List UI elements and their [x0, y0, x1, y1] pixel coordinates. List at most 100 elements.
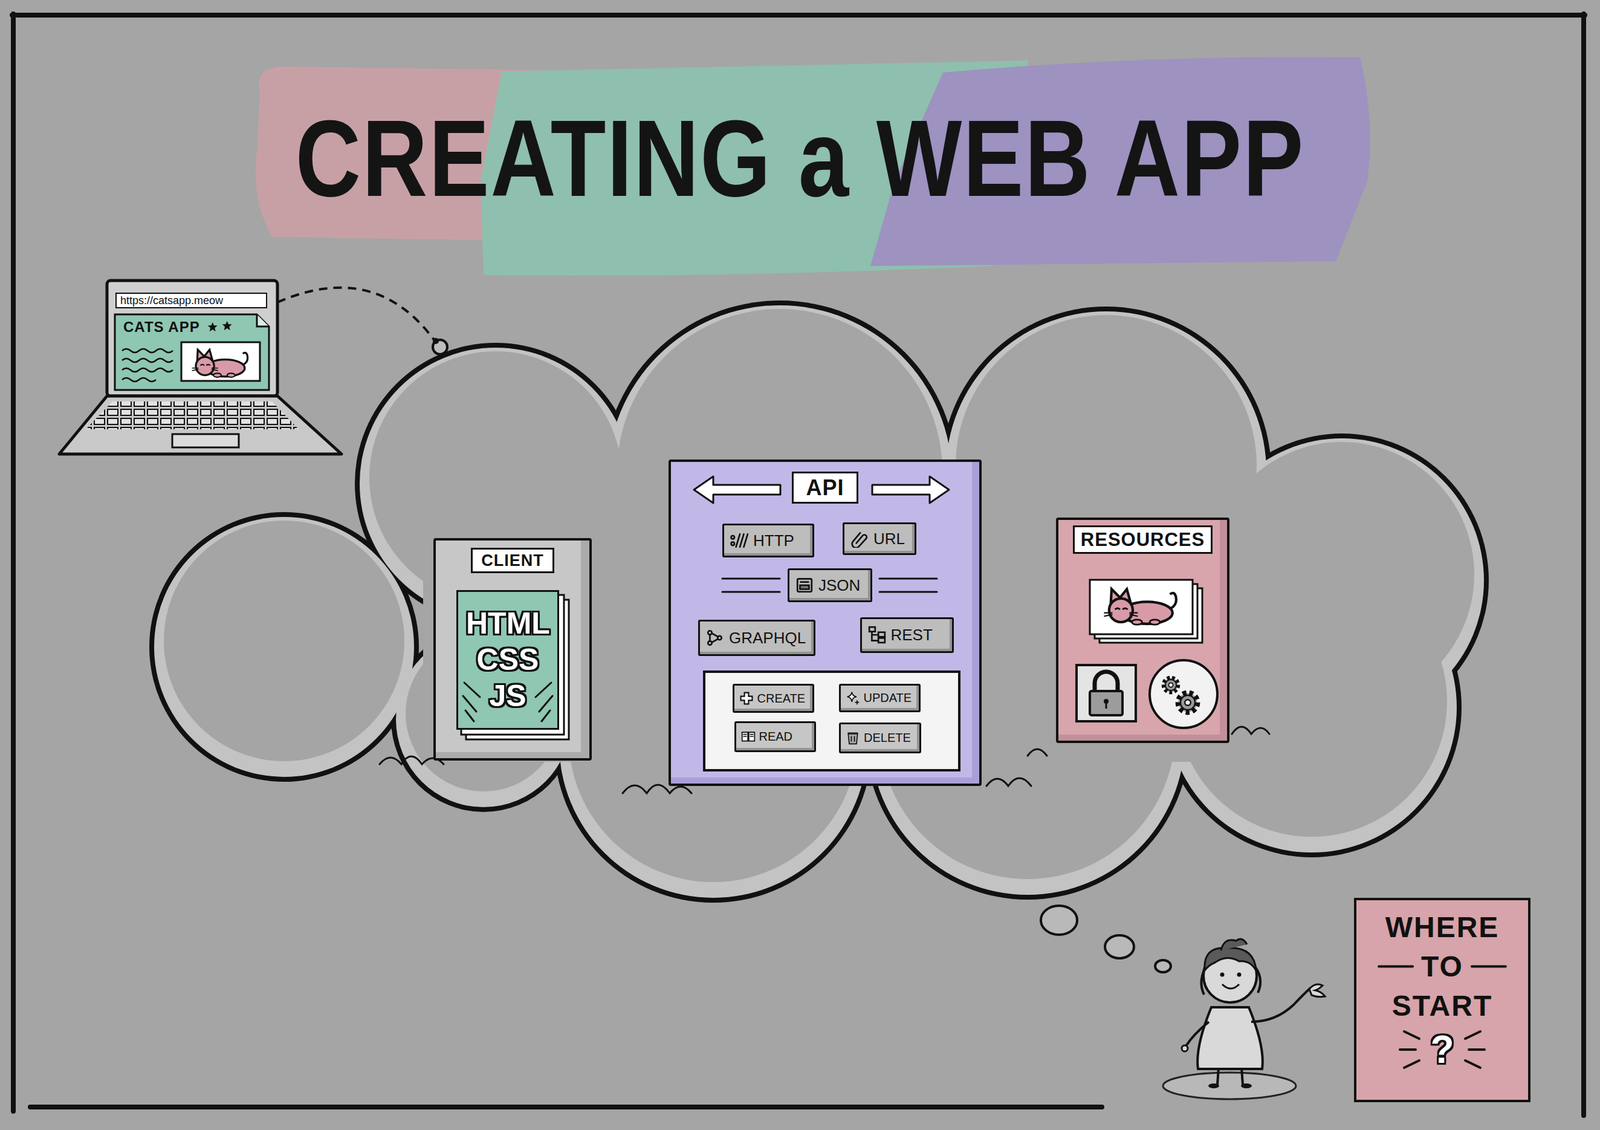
laptop	[85, 401, 299, 430]
sparkle-icon	[845, 690, 861, 705]
plus-icon	[739, 690, 754, 706]
button-label: CREATE	[757, 691, 806, 705]
cloud	[1027, 748, 1047, 756]
tech-list: HTML CSS JS	[466, 605, 550, 714]
cloud	[163, 308, 1475, 882]
crud-button: CREATE	[732, 683, 815, 713]
card-marks	[535, 682, 553, 722]
rating-stars	[207, 322, 218, 332]
laptop	[106, 280, 278, 396]
api-chip: REST	[860, 617, 954, 653]
laptop	[59, 395, 342, 454]
resources-panel: RESOURCES	[1055, 517, 1230, 743]
tree-icon	[871, 631, 879, 641]
tree-icon	[868, 625, 887, 644]
laptop	[256, 314, 269, 327]
laptop	[122, 358, 173, 363]
laptop	[59, 280, 342, 454]
resource-drawings	[1076, 664, 1136, 722]
json-icon	[795, 576, 814, 595]
sparkle-icon	[846, 692, 856, 702]
api-chip: GRAPHQL	[698, 619, 816, 656]
http-icon	[736, 533, 748, 547]
cable-line	[277, 287, 435, 340]
link-icon	[850, 529, 869, 548]
trash-icon	[845, 730, 861, 745]
person-figure	[1309, 984, 1325, 997]
person-figure	[1162, 1072, 1296, 1099]
json-icon	[797, 578, 812, 592]
book-icon	[742, 734, 754, 737]
resource-drawings	[1089, 690, 1123, 716]
rating-stars	[207, 320, 233, 332]
plus-icon	[740, 692, 752, 705]
book-icon	[741, 731, 755, 742]
page-title: CREATING a WEB APP	[295, 103, 1305, 213]
cloud	[622, 784, 692, 794]
card-marks	[463, 682, 480, 722]
api-chip: URL	[842, 522, 917, 555]
chip-label: HTTP	[753, 531, 795, 550]
api-chip: JSON	[787, 568, 873, 603]
label-holder: CATS APP	[123, 318, 201, 336]
person-figure	[1221, 938, 1247, 951]
title-brush-strokes	[255, 56, 1371, 276]
person-figure	[1185, 1021, 1209, 1046]
thought-bubbles	[1104, 935, 1134, 959]
trash-icon	[848, 733, 858, 744]
crud-button: UPDATE	[838, 683, 921, 713]
tree-icon	[878, 632, 885, 638]
link-icon	[852, 532, 867, 548]
resource-drawings	[1105, 702, 1108, 709]
panel-heading: CLIENT	[470, 547, 555, 574]
person-figure	[1204, 947, 1257, 971]
title-holder: CREATING a WEB APP	[0, 113, 1600, 204]
api-drawing	[872, 476, 949, 503]
json-icon	[800, 580, 810, 583]
http-icon	[731, 535, 735, 539]
thought-bubbles	[1155, 959, 1171, 972]
rating-stars	[222, 320, 233, 331]
button-label: READ	[759, 729, 794, 743]
person-figure	[1220, 972, 1225, 977]
person-figure	[1208, 1083, 1220, 1089]
api-chip: HTTP	[722, 523, 815, 558]
crud-button: READ	[734, 721, 817, 752]
trash-icon	[847, 732, 858, 742]
api-drawing	[693, 476, 781, 503]
cloud	[149, 300, 1489, 903]
http-icon	[730, 531, 749, 550]
chip-label: JSON	[818, 576, 861, 595]
person-figure	[1222, 984, 1240, 989]
resource-drawings	[1103, 588, 1177, 625]
button-label: DELETE	[863, 730, 911, 745]
book-icon	[741, 728, 756, 744]
person-figure	[1181, 1045, 1188, 1052]
json-icon	[800, 585, 810, 589]
panel-heading: RESOURCES	[1072, 525, 1213, 554]
url-text: https://catsapp.meow	[115, 292, 268, 309]
sparkle-icon	[854, 699, 859, 705]
question-sign: WHERE TO START?	[1353, 897, 1531, 1102]
code-card: HTML CSS JS	[456, 589, 560, 730]
laptop	[191, 349, 248, 377]
tree-icon	[878, 637, 885, 643]
client-panel: CLIENT HTML CSS JS	[433, 537, 592, 761]
graph-icon	[706, 628, 725, 647]
laptop	[172, 434, 239, 448]
person-figure	[1162, 938, 1325, 1099]
cloud	[154, 305, 1484, 898]
person-figure	[1240, 1083, 1252, 1089]
cloud-plug	[432, 337, 439, 344]
panel-heading: API	[791, 471, 858, 504]
cloud	[154, 516, 415, 777]
resource-drawings	[1094, 671, 1118, 693]
api-drawing	[704, 671, 960, 771]
resource-drawings	[1178, 692, 1197, 712]
person-figure	[1237, 972, 1242, 977]
button-label: UPDATE	[863, 690, 913, 705]
laptop	[122, 348, 173, 353]
cloud-plug	[432, 337, 448, 355]
graph-icon	[707, 630, 712, 635]
graph-icon	[709, 633, 718, 643]
